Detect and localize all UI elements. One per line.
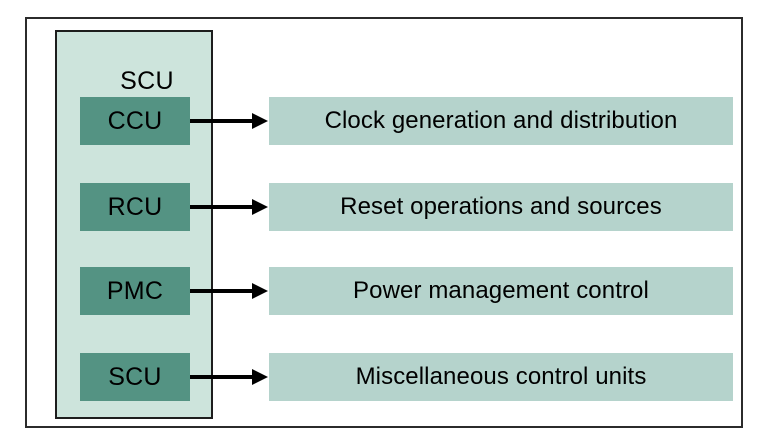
- description-box-ccu[interactable]: Clock generation and distribution: [269, 97, 733, 145]
- arrow-shaft: [190, 375, 254, 379]
- arrow-right-icon-ccu: [190, 113, 269, 129]
- arrow-shaft: [190, 289, 254, 293]
- diagram-row-pmc: PMC Power management control: [0, 267, 763, 315]
- unit-box-ccu[interactable]: CCU: [80, 97, 190, 145]
- arrow-head: [252, 283, 268, 299]
- diagram-row-scu: SCU Miscellaneous control units: [0, 353, 763, 401]
- arrow-shaft: [190, 205, 254, 209]
- unit-box-scu[interactable]: SCU: [80, 353, 190, 401]
- unit-box-rcu[interactable]: RCU: [80, 183, 190, 231]
- arrow-head: [252, 369, 268, 385]
- description-box-rcu[interactable]: Reset operations and sources: [269, 183, 733, 231]
- unit-box-pmc[interactable]: PMC: [80, 267, 190, 315]
- description-box-pmc[interactable]: Power management control: [269, 267, 733, 315]
- arrow-right-icon-scu: [190, 369, 269, 385]
- scu-container-title: SCU: [120, 67, 174, 95]
- arrow-head: [252, 113, 268, 129]
- diagram-row-ccu: CCU Clock generation and distribution: [0, 97, 763, 145]
- arrow-shaft: [190, 119, 254, 123]
- description-box-scu[interactable]: Miscellaneous control units: [269, 353, 733, 401]
- arrow-right-icon-rcu: [190, 199, 269, 215]
- arrow-head: [252, 199, 268, 215]
- diagram-row-rcu: RCU Reset operations and sources: [0, 183, 763, 231]
- arrow-right-icon-pmc: [190, 283, 269, 299]
